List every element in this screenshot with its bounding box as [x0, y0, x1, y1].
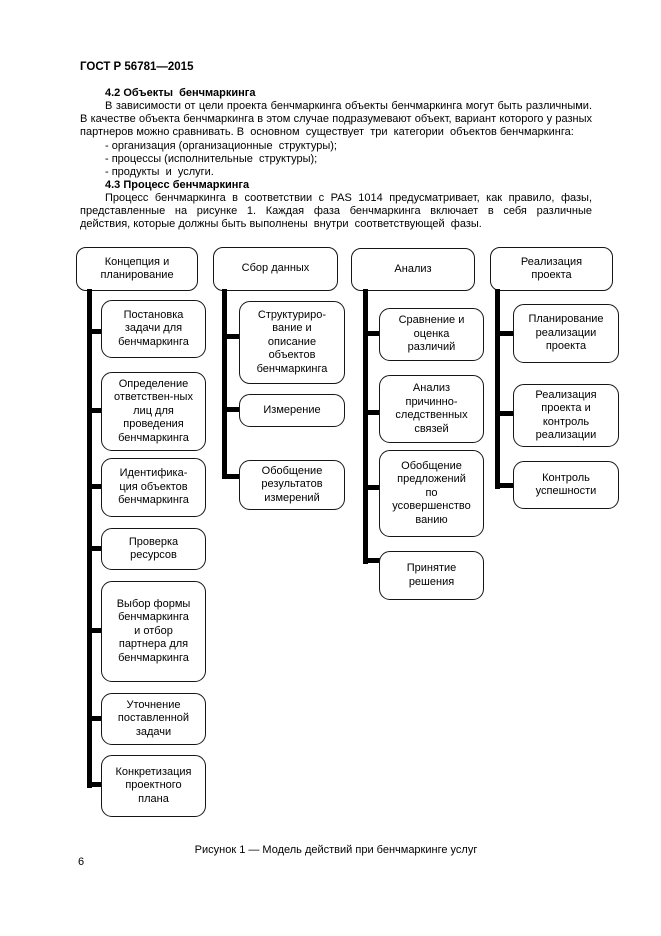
action-box: Измерение: [239, 394, 345, 427]
action-box: Обобщение результатов измерений: [239, 460, 345, 510]
connector-stub: [222, 474, 241, 479]
phase-box-project-realization: Реализация проекта: [490, 247, 613, 291]
action-box: Планирование реализации проекта: [513, 304, 619, 363]
phase-box-analysis: Анализ: [351, 248, 475, 291]
action-box: Идентифика- ция объектов бенчмаркинга: [101, 458, 206, 517]
connector-stub: [87, 408, 103, 413]
section-4-3-paragraph: Процесс бенчмаркинга в соответствии с PA…: [80, 192, 599, 230]
action-box: Определение ответствен-ных лиц для прове…: [101, 372, 206, 451]
list-item-organization: - организация (организационные структуры…: [105, 140, 337, 152]
connector-spine: [363, 289, 368, 564]
list-item-products: - продукты и услуги.: [105, 166, 214, 178]
action-box: Структуриро- вание и описание объектов б…: [239, 301, 345, 384]
section-4-3-heading: 4.3 Процесс бенчмаркинга: [105, 179, 250, 191]
action-box: Анализ причинно- следственных связей: [379, 375, 484, 443]
connector-stub: [87, 546, 103, 551]
connector-stub: [222, 334, 241, 339]
connector-stub: [495, 411, 515, 416]
connector-stub: [87, 628, 103, 633]
connector-stub: [363, 558, 381, 563]
connector-stub: [87, 782, 103, 787]
action-box: Принятие решения: [379, 551, 484, 600]
connector-stub: [222, 407, 241, 412]
action-box: Сравнение и оценка различий: [379, 308, 484, 361]
connector-stub: [87, 716, 103, 721]
action-box: Реализация проекта и контроль реализации: [513, 384, 619, 447]
connector-stub: [495, 483, 515, 488]
connector-spine: [495, 289, 500, 489]
connector-stub: [363, 331, 381, 336]
action-box: Контроль успешности: [513, 461, 619, 509]
action-box: Уточнение поставленной задачи: [101, 693, 206, 745]
phase-box-concept-planning: Концепция и планирование: [76, 247, 198, 291]
section-4-2-heading: 4.2 Объекты бенчмаркинга: [105, 87, 256, 99]
action-box: Обобщение предложений по усовершенство в…: [379, 450, 484, 537]
action-box: Постановка задачи для бенчмаркинга: [101, 300, 206, 358]
connector-stub: [87, 484, 103, 489]
section-4-2-paragraph: В зависимости от цели проекта бенчмаркин…: [80, 100, 596, 138]
list-item-processes: - процессы (исполнительные структуры);: [105, 153, 318, 165]
connector-stub: [495, 331, 515, 336]
phase-box-data-collection: Сбор данных: [213, 247, 338, 291]
action-box: Проверка ресурсов: [101, 528, 206, 570]
connector-stub: [363, 410, 381, 415]
running-header: ГОСТ Р 56781—2015: [80, 61, 194, 73]
action-box: Конкретизация проектного плана: [101, 755, 206, 817]
page-number: 6: [78, 856, 85, 868]
connector-spine: [222, 289, 227, 479]
figure-caption: Рисунок 1 — Модель действий при бенчмарк…: [194, 844, 478, 856]
connector-stub: [363, 485, 381, 490]
connector-spine: [87, 289, 92, 788]
action-box: Выбор формы бенчмаркинга и отбор партнер…: [101, 581, 206, 682]
connector-stub: [87, 329, 103, 334]
